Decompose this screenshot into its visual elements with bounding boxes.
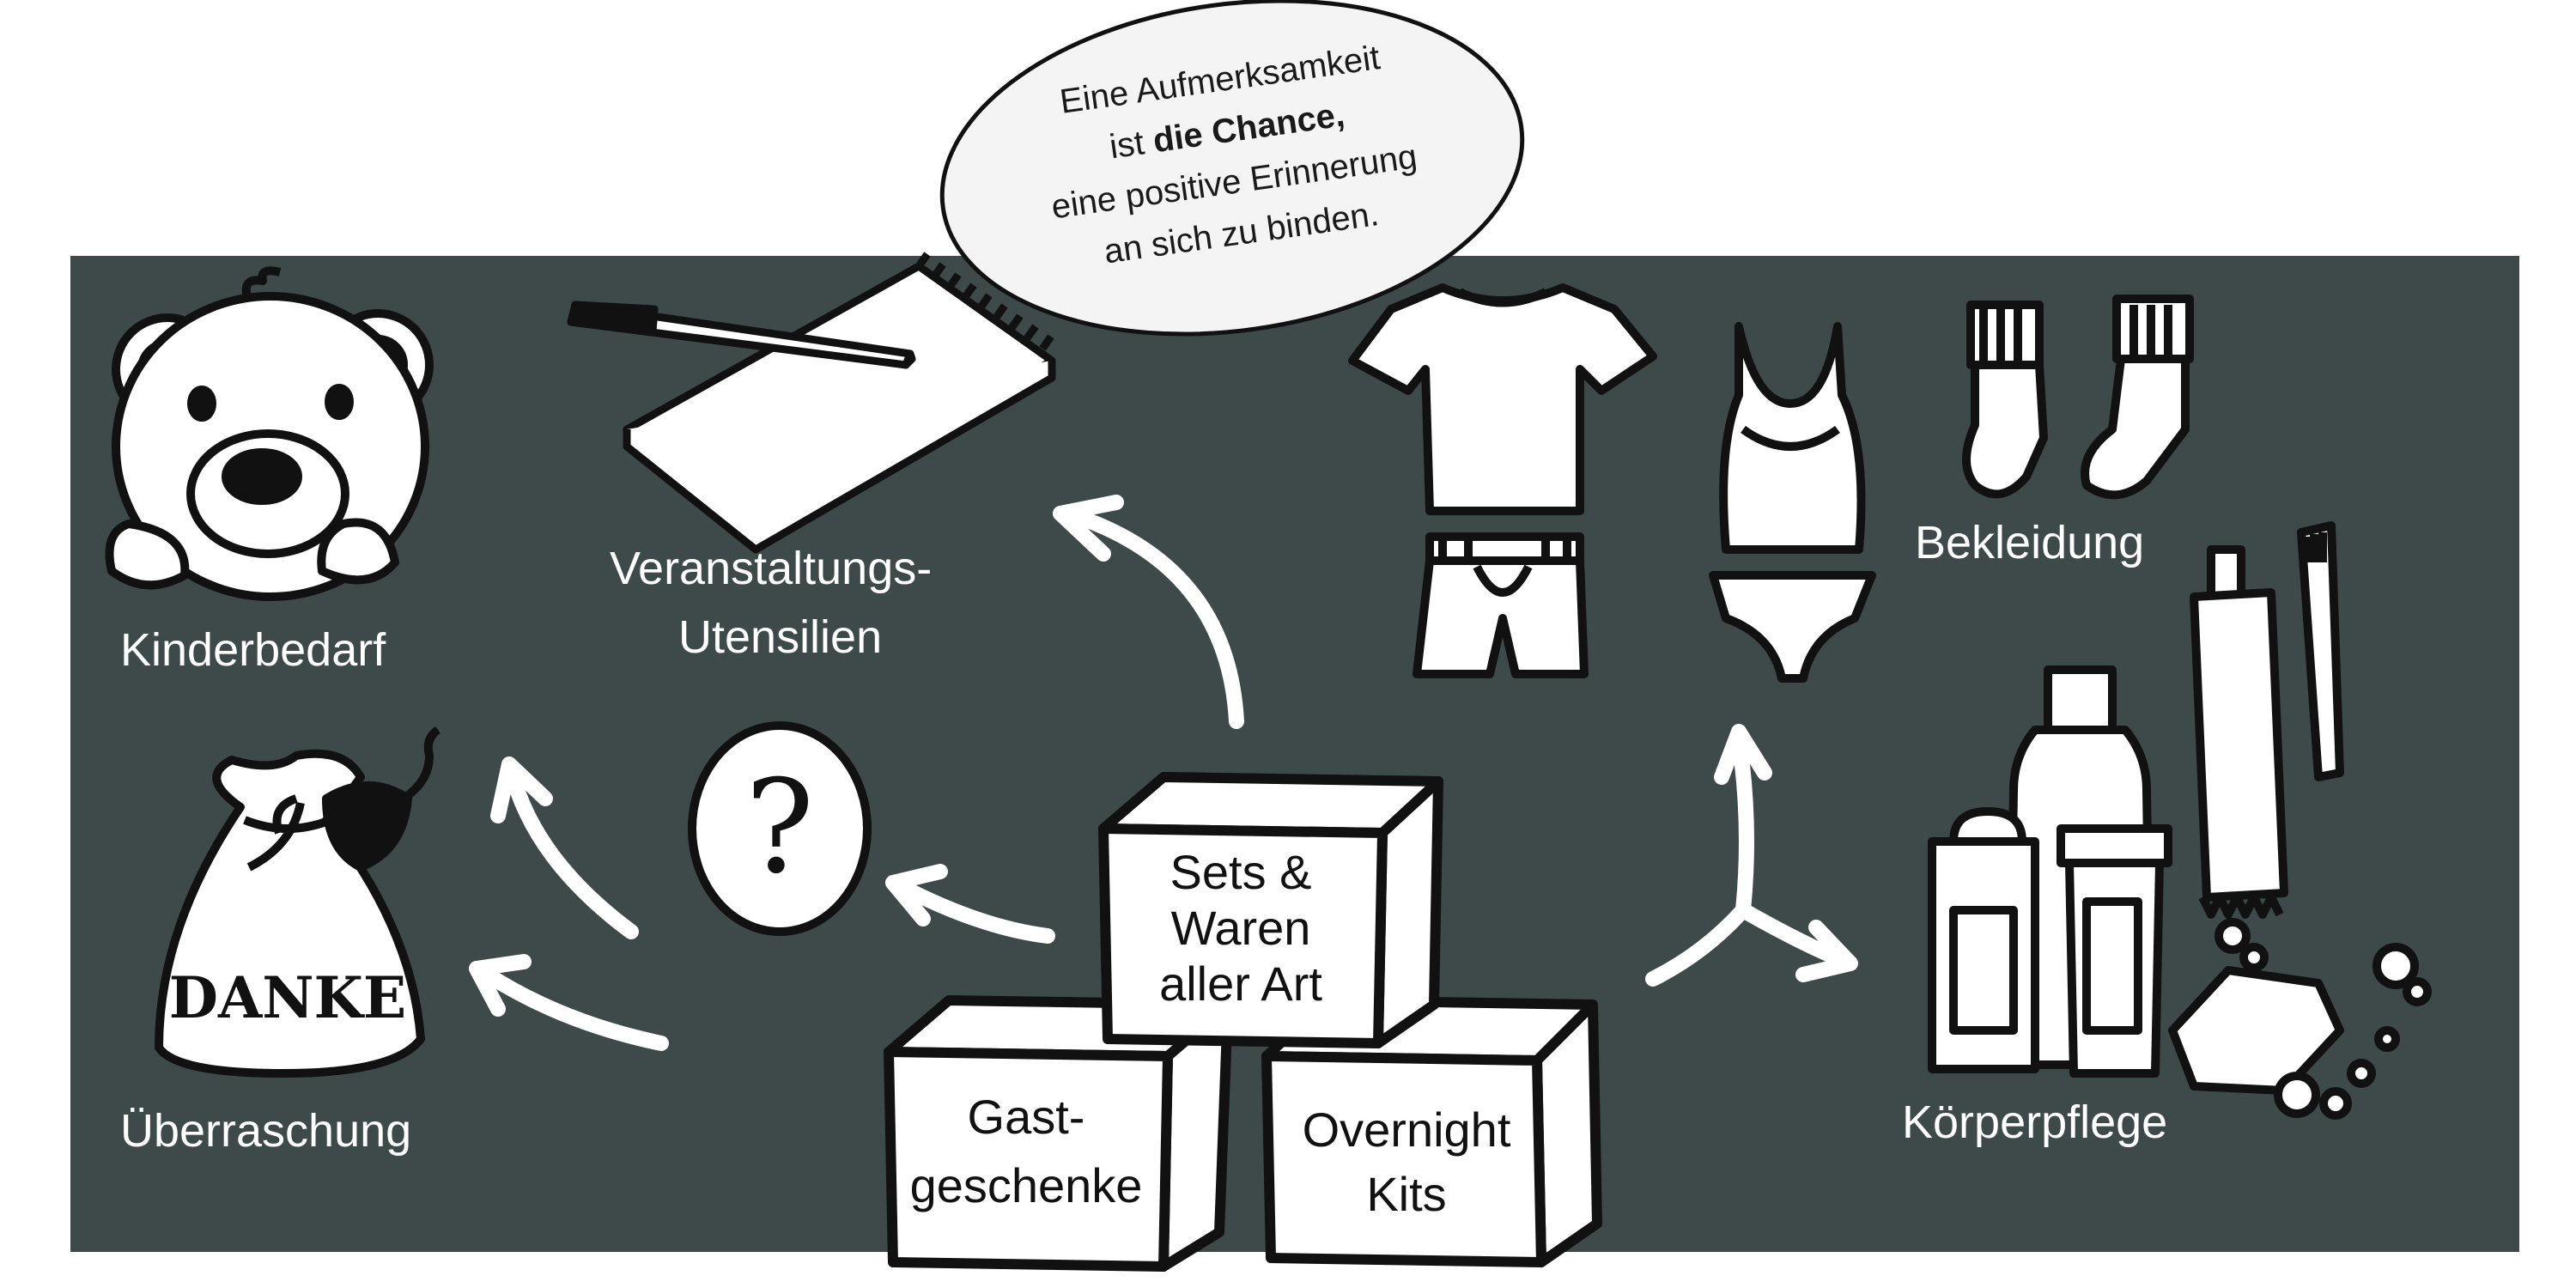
box-top-line1: Sets & <box>1170 845 1312 899</box>
label-kinderbedarf: Kinderbedarf <box>120 624 386 676</box>
briefs-icon <box>1709 571 1876 683</box>
tshirt-icon <box>1348 283 1657 515</box>
box-right-line2: Kits <box>1366 1167 1446 1221</box>
box-left-line1: Gast- <box>968 1090 1085 1144</box>
arrow-to-kinderbedarf <box>503 761 639 939</box>
arrowhead-to-koerperpflege <box>1795 920 1858 982</box>
box-sets-waren <box>1098 772 1443 1048</box>
bag-text-danke: DANKE <box>169 964 406 1031</box>
notepad-pen-icon <box>567 252 1056 554</box>
teddy-bear-icon <box>105 266 434 601</box>
arrowhead-to-ueberraschung <box>469 954 532 1017</box>
label-bekleidung: Bekleidung <box>1915 517 2144 568</box>
question-circle-shape <box>688 721 872 936</box>
socks-icon <box>1962 295 2194 500</box>
label-ueberraschung: Überraschung <box>120 1105 411 1157</box>
box-right-line1: Overnight <box>1303 1103 1511 1157</box>
arrow-to-ueberraschung <box>473 963 669 1051</box>
box-top-line2: Waren <box>1171 901 1311 955</box>
arrow-split-stem <box>1645 902 1751 987</box>
question-circle: ? <box>688 721 872 936</box>
arrows <box>469 495 1858 1051</box>
box-left-line2: geschenke <box>910 1158 1143 1212</box>
tank-top-icon <box>1719 322 1866 554</box>
quote-bubble: Eine Aufmerksamkeit ist die Chance, eine… <box>939 0 1525 337</box>
box-top-line3: aller Art <box>1159 957 1322 1011</box>
label-veranstaltung-line1: Veranstaltungs- <box>610 543 932 594</box>
quote-line-2-regular: ist <box>1107 123 1156 167</box>
arrowhead-to-bekleidung <box>1714 724 1772 785</box>
quote-bubble-shape <box>939 0 1525 337</box>
arrow-to-veranstaltung <box>1066 507 1244 729</box>
label-koerperpflege: Körperpflege <box>1902 1097 2167 1148</box>
arrowhead-to-kinderbedarf <box>490 756 553 823</box>
toiletries-icon <box>1928 521 2432 1120</box>
gift-bag-icon <box>155 726 441 1078</box>
arrowhead-to-question <box>885 864 948 927</box>
arrow-to-question <box>890 877 1055 944</box>
arrowhead-to-veranstaltung <box>1053 495 1124 562</box>
arrow-to-bekleidung <box>1731 731 1754 918</box>
label-veranstaltung-line2: Utensilien <box>678 611 882 663</box>
boxer-shorts-icon <box>1413 532 1589 678</box>
question-mark-icon: ? <box>745 753 814 902</box>
